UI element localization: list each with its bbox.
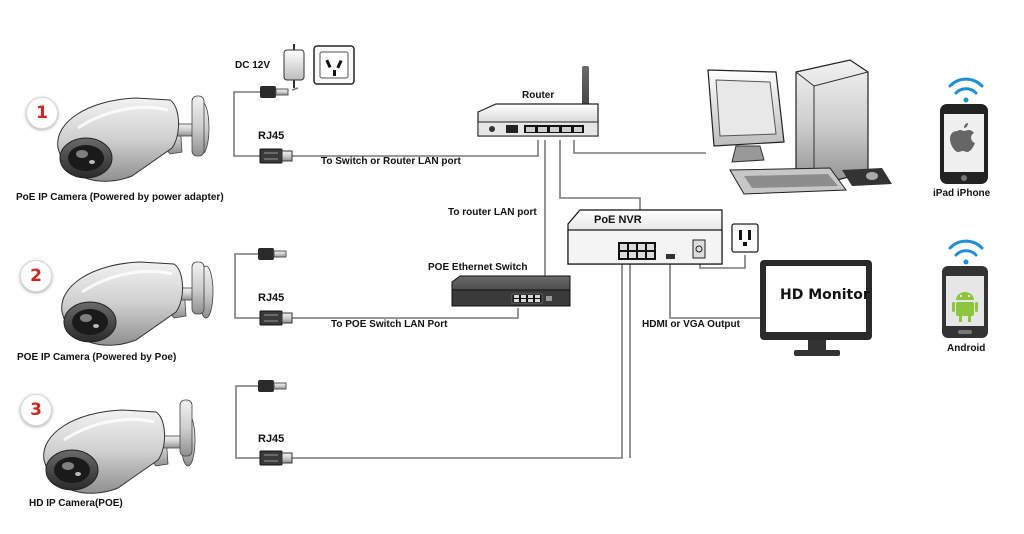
camera-1 <box>56 96 211 183</box>
camera-2-rj45-label: RJ45 <box>258 292 285 304</box>
hdmi-output-label: HDMI or VGA Output <box>642 319 740 330</box>
dc-power-label: DC 12V <box>235 60 271 71</box>
iphone-icon <box>940 104 988 184</box>
camera-3-caption: HD IP Camera(POE) <box>29 498 123 509</box>
camera-1-rj45-label: RJ45 <box>258 130 285 142</box>
nvr-icon <box>567 209 723 265</box>
camera-1-dc-jack <box>259 85 289 99</box>
computer-icon <box>707 59 892 195</box>
wifi-icon-ios <box>948 77 984 103</box>
ios-devices-label: iPad iPhone <box>933 188 991 199</box>
camera-2-mount <box>191 261 205 315</box>
android-phone-icon <box>942 266 988 338</box>
switch-to-router-label: To router LAN port <box>448 207 537 218</box>
camera-2-caption: POE IP Camera (Powered by Poe) <box>17 352 177 363</box>
nvr-outlet-icon <box>731 223 759 253</box>
camera-1-rj45-icon <box>259 148 293 164</box>
camera-2-number-badge: 2 <box>20 260 52 292</box>
poe-switch-label: POE Ethernet Switch <box>428 262 528 273</box>
camera-3-number-badge: 3 <box>20 394 52 426</box>
poe-switch-icon <box>451 275 571 307</box>
router-icon <box>477 66 599 137</box>
camera-1-number-badge: 1 <box>26 97 58 129</box>
android-label: Android <box>947 343 986 354</box>
camera-3-rj45-label: RJ45 <box>258 433 285 445</box>
nvr-label: PoE NVR <box>594 214 642 226</box>
camera-3-dc-jack <box>257 379 287 393</box>
camera-2-dc-jack <box>257 247 287 261</box>
camera-2-rj45-icon <box>259 310 293 326</box>
monitor-icon <box>760 260 872 356</box>
camera-2-link-label: To POE Switch LAN Port <box>331 319 448 330</box>
camera-3-rj45-icon <box>259 450 293 466</box>
cables <box>233 87 760 459</box>
camera-1-caption: PoE IP Camera (Powered by power adapter) <box>16 192 224 203</box>
camera-3-mount <box>179 399 193 457</box>
power-adapter-icon <box>283 44 305 88</box>
camera-3 <box>42 408 197 495</box>
camera-1-link-label: To Switch or Router LAN port <box>321 156 461 167</box>
router-label: Router <box>522 90 555 101</box>
wall-outlet-icon <box>313 45 355 85</box>
wifi-icon-android <box>948 239 984 265</box>
monitor-label: HD Monitor <box>780 287 870 303</box>
camera-1-mount <box>191 95 205 157</box>
camera-2 <box>60 260 215 347</box>
